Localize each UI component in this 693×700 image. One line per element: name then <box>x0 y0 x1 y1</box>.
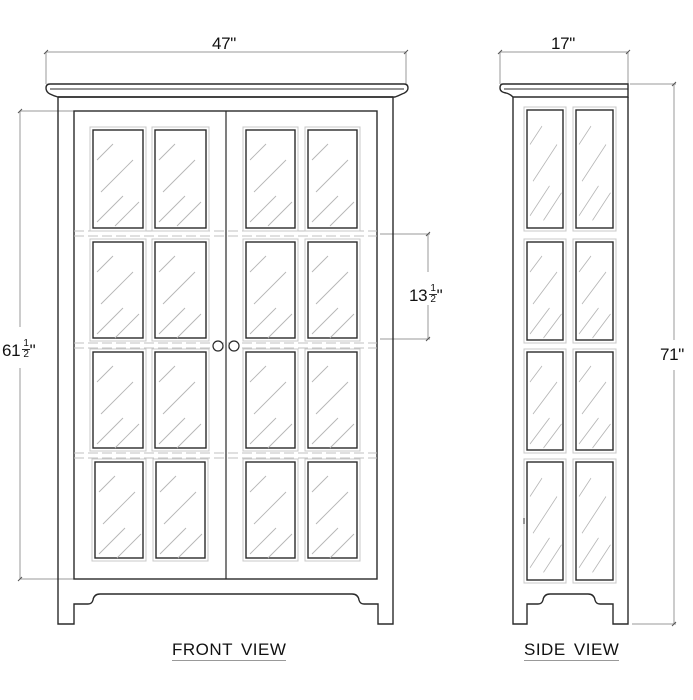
glass-panel <box>89 348 147 452</box>
glass-panel <box>304 238 361 342</box>
glass-panel <box>242 238 299 342</box>
front-width-dimension <box>43 49 409 84</box>
glass-panel <box>152 458 209 562</box>
side-width-label: 17" <box>551 34 576 53</box>
fraction-numerator: 1 <box>22 338 30 350</box>
glass-panel <box>89 126 147 232</box>
side-view <box>497 49 677 627</box>
side-view-label: SIDE VIEW <box>524 640 620 661</box>
glass-panel <box>523 458 567 584</box>
front-carcass <box>57 97 394 625</box>
front-width-label: 47" <box>212 34 237 53</box>
side-carcass <box>512 97 629 625</box>
fraction-denominator: 2 <box>430 294 436 305</box>
fraction-denominator: 2 <box>23 349 29 360</box>
glass-panel <box>572 106 617 232</box>
glass-panel <box>523 106 567 232</box>
glass-panel <box>304 458 361 562</box>
glass-panel <box>151 348 210 452</box>
front-glass-panels <box>89 126 361 562</box>
side-glass-panels <box>523 106 617 584</box>
glass-panel <box>572 238 617 344</box>
glass-panel <box>242 348 299 452</box>
left-door-knob-icon <box>212 340 224 352</box>
front-view <box>17 49 431 625</box>
front-height-whole: 61 <box>2 340 21 360</box>
glass-panel <box>523 348 567 454</box>
glass-panel <box>572 348 617 454</box>
side-width-dimension <box>497 49 631 84</box>
front-view-label: FRONT VIEW <box>172 640 287 661</box>
glass-panel <box>91 458 147 562</box>
front-height-unit: " <box>29 340 36 360</box>
glass-panel <box>151 238 210 342</box>
glass-panel <box>572 458 617 584</box>
panel-height-dimension <box>380 231 431 342</box>
fraction-numerator: 1 <box>429 283 437 295</box>
glass-panel <box>304 126 361 232</box>
glass-panel <box>304 348 361 452</box>
glass-panel <box>151 126 210 232</box>
glass-panel <box>89 238 147 342</box>
panel-height-whole: 13 <box>409 285 428 305</box>
panel-height-unit: " <box>436 285 443 305</box>
glass-panel <box>242 126 299 232</box>
glass-panel <box>242 458 299 562</box>
side-height-label: 71" <box>660 345 685 364</box>
side-height-dimension <box>630 81 677 627</box>
right-door-knob-icon <box>228 340 240 352</box>
front-height-dimension <box>17 108 74 582</box>
side-cornice <box>499 83 629 98</box>
front-cornice <box>45 83 409 98</box>
glass-panel <box>523 238 567 344</box>
